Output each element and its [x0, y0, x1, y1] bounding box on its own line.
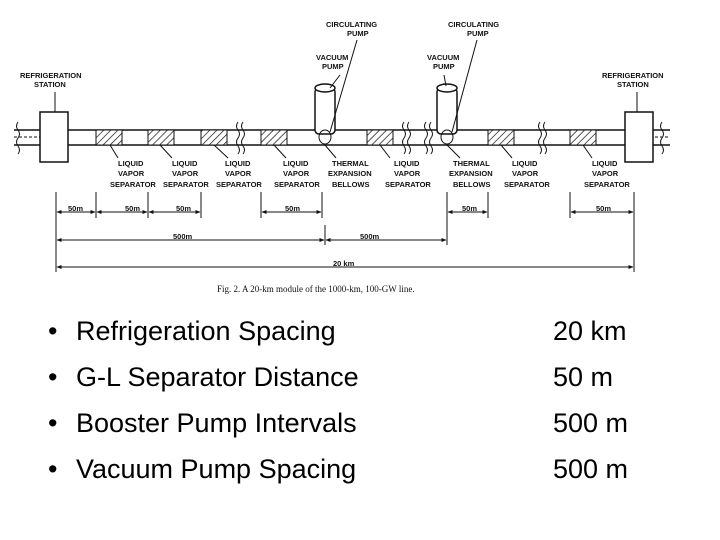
svg-text:LIQUID: LIQUID — [118, 159, 144, 168]
dimension-50m-6: 50m — [570, 204, 634, 214]
svg-text:REFRIGERATION: REFRIGERATION — [20, 71, 82, 80]
spec-value: 500 m — [553, 454, 629, 484]
svg-text:BELLOWS: BELLOWS — [453, 180, 491, 189]
svg-text:BELLOWS: BELLOWS — [332, 180, 370, 189]
dimension-50m-1: 50m — [56, 204, 96, 214]
station-label-left: REFRIGERATION STATION — [20, 71, 82, 89]
svg-text:THERMAL: THERMAL — [453, 159, 490, 168]
vacuum-pump-label-right: VACUUM PUMP — [427, 53, 459, 71]
svg-text:STATION: STATION — [34, 80, 66, 89]
separator-label-4: LIQUID VAPOR SEPARATOR — [274, 159, 320, 189]
svg-text:VAPOR: VAPOR — [283, 169, 310, 178]
spec-value: 500 m — [553, 408, 629, 438]
svg-text:SEPARATOR: SEPARATOR — [504, 180, 550, 189]
svg-text:LIQUID: LIQUID — [225, 159, 251, 168]
bellows-label-right: THERMAL EXPANSION BELLOWS — [449, 159, 493, 189]
spec-name: Vacuum Pump Spacing — [76, 454, 357, 484]
refrigeration-station-left — [39, 111, 69, 163]
svg-text:50m: 50m — [596, 204, 611, 213]
separator-label-2: LIQUID VAPOR SEPARATOR — [163, 159, 209, 189]
spec-item-vacuum-pump-spacing: • Vacuum Pump Spacing 500 m — [48, 446, 688, 492]
svg-text:SEPARATOR: SEPARATOR — [274, 180, 320, 189]
separator-label-5: LIQUID VAPOR SEPARATOR — [385, 159, 431, 189]
vacuum-pump-left — [314, 83, 336, 145]
svg-text:LIQUID: LIQUID — [394, 159, 420, 168]
dimension-50m-4: 50m — [261, 204, 322, 214]
dimension-50m-3: 50m — [148, 204, 201, 214]
svg-text:SEPARATOR: SEPARATOR — [385, 180, 431, 189]
svg-text:SEPARATOR: SEPARATOR — [584, 180, 630, 189]
leader-lines — [54, 39, 638, 159]
bullet: • — [48, 316, 58, 346]
separator-label-3: LIQUID VAPOR SEPARATOR — [216, 159, 262, 189]
spec-item-gl-separator-distance: • G-L Separator Distance 50 m — [48, 354, 688, 400]
svg-text:SEPARATOR: SEPARATOR — [216, 180, 262, 189]
pipe-break-marks — [16, 121, 664, 155]
svg-text:LIQUID: LIQUID — [512, 159, 538, 168]
liquid-vapor-separators — [95, 129, 597, 146]
vacuum-pump-right — [436, 83, 458, 145]
dimension-extension-lines — [55, 192, 635, 272]
svg-text:VAPOR: VAPOR — [394, 169, 421, 178]
vacuum-pump-label-left: VACUUM PUMP — [316, 53, 348, 71]
svg-text:SEPARATOR: SEPARATOR — [110, 180, 156, 189]
dimension-20km: 20 km — [56, 259, 634, 269]
pipeline-module-diagram: REFRIGERATION STATION REFRIGERATION STAT… — [14, 20, 670, 294]
svg-text:STATION: STATION — [617, 80, 649, 89]
svg-text:REFRIGERATION: REFRIGERATION — [602, 71, 664, 80]
svg-text:500m: 500m — [173, 232, 193, 241]
spec-value: 50 m — [553, 362, 614, 392]
bellows-label-left: THERMAL EXPANSION BELLOWS — [328, 159, 372, 189]
svg-text:LIQUID: LIQUID — [592, 159, 618, 168]
svg-text:50m: 50m — [68, 204, 83, 213]
dimension-500m-1: 500m — [56, 232, 325, 242]
svg-text:CIRCULATING: CIRCULATING — [326, 20, 377, 29]
svg-text:VAPOR: VAPOR — [172, 169, 199, 178]
bullet: • — [48, 408, 58, 438]
svg-text:LIQUID: LIQUID — [172, 159, 198, 168]
spec-value: 20 km — [553, 316, 627, 346]
svg-text:50m: 50m — [125, 204, 140, 213]
dimension-50m-5: 50m — [447, 204, 488, 214]
svg-text:VAPOR: VAPOR — [512, 169, 539, 178]
svg-text:VAPOR: VAPOR — [225, 169, 252, 178]
separator-label-1: LIQUID VAPOR SEPARATOR — [110, 159, 156, 189]
svg-text:VAPOR: VAPOR — [118, 169, 145, 178]
svg-text:EXPANSION: EXPANSION — [449, 169, 493, 178]
svg-text:EXPANSION: EXPANSION — [328, 169, 372, 178]
svg-text:50m: 50m — [176, 204, 191, 213]
spec-name: G-L Separator Distance — [76, 362, 359, 392]
spec-name: Refrigeration Spacing — [76, 316, 336, 346]
circulating-pump-label-right: CIRCULATING PUMP — [448, 20, 499, 38]
svg-text:50m: 50m — [285, 204, 300, 213]
station-label-right: REFRIGERATION STATION — [602, 71, 664, 89]
svg-text:LIQUID: LIQUID — [283, 159, 309, 168]
separator-label-7: LIQUID VAPOR SEPARATOR — [584, 159, 630, 189]
svg-text:PUMP: PUMP — [347, 29, 369, 38]
svg-text:SEPARATOR: SEPARATOR — [163, 180, 209, 189]
bullet: • — [48, 454, 58, 484]
svg-text:THERMAL: THERMAL — [332, 159, 369, 168]
figure-caption: Fig. 2. A 20-km module of the 1000-km, 1… — [217, 284, 415, 294]
svg-text:VAPOR: VAPOR — [592, 169, 619, 178]
separator-label-6: LIQUID VAPOR SEPARATOR — [504, 159, 550, 189]
circulating-pump-label-left: CIRCULATING PUMP — [326, 20, 377, 38]
dimension-500m-2: 500m — [325, 232, 447, 242]
spec-list: • Refrigeration Spacing 20 km • G-L Sepa… — [48, 308, 688, 492]
svg-text:50m: 50m — [462, 204, 477, 213]
dimension-50m-2: 50m — [96, 204, 148, 214]
svg-text:PUMP: PUMP — [467, 29, 489, 38]
svg-text:PUMP: PUMP — [433, 62, 455, 71]
svg-text:CIRCULATING: CIRCULATING — [448, 20, 499, 29]
spec-item-refrigeration-spacing: • Refrigeration Spacing 20 km — [48, 308, 688, 354]
bullet: • — [48, 362, 58, 392]
svg-text:VACUUM: VACUUM — [316, 53, 348, 62]
svg-text:PUMP: PUMP — [322, 62, 344, 71]
svg-text:500m: 500m — [360, 232, 380, 241]
svg-text:VACUUM: VACUUM — [427, 53, 459, 62]
spec-item-booster-pump-intervals: • Booster Pump Intervals 500 m — [48, 400, 688, 446]
spec-name: Booster Pump Intervals — [76, 408, 357, 438]
refrigeration-station-right — [624, 111, 654, 163]
svg-text:20 km: 20 km — [333, 259, 355, 268]
